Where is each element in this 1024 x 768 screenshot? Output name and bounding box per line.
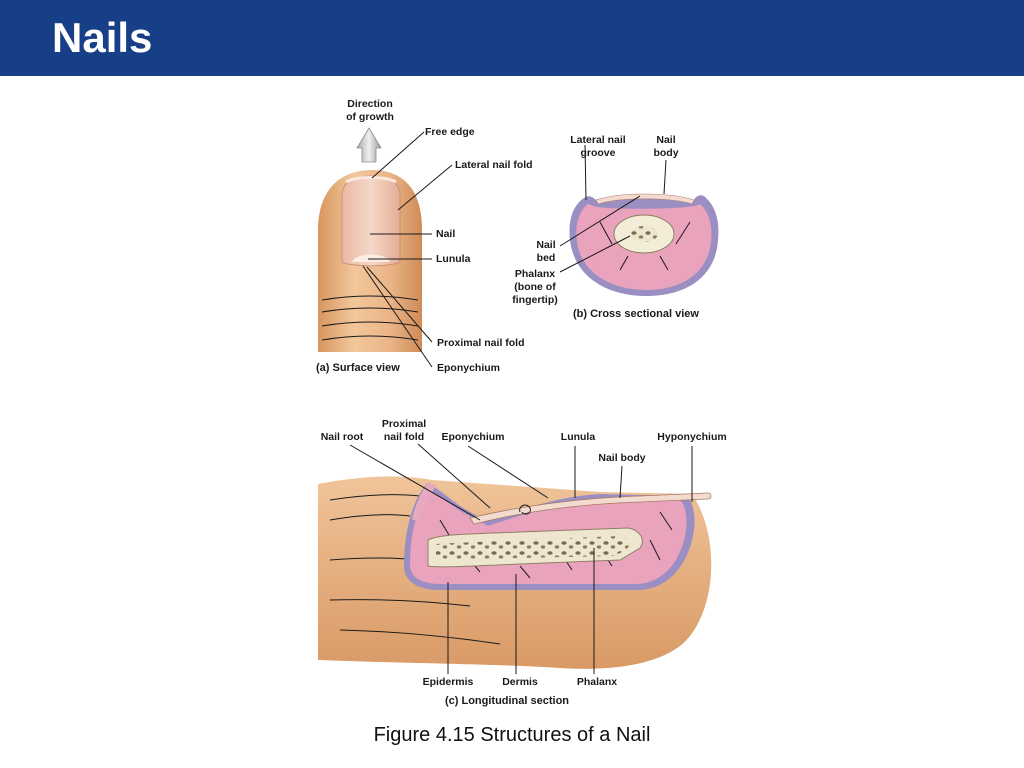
- title-bar: [0, 0, 1024, 76]
- lunula-shape: [352, 254, 390, 262]
- nail-bed-label-1: Nail: [536, 239, 555, 251]
- lunula-label: Lunula: [436, 253, 471, 265]
- epidermis-label: Epidermis: [423, 676, 474, 688]
- surface-view-caption: (a) Surface view: [316, 362, 400, 374]
- nail-body-label-1: Nail: [656, 134, 675, 146]
- nail-bed-label-2: bed: [537, 252, 556, 264]
- eponychium-section-label: Eponychium: [441, 431, 504, 443]
- surface-view-panel: Direction of growth Free edge Lateral na…: [316, 98, 533, 374]
- phalanx-label-1: Phalanx: [515, 268, 555, 280]
- lateral-nail-groove-label-2: groove: [580, 147, 615, 159]
- longitudinal-caption: (c) Longitudinal section: [445, 695, 569, 707]
- figure-caption: Figure 4.15 Structures of a Nail: [373, 724, 651, 746]
- phalanx-label-3: fingertip): [512, 294, 558, 306]
- longitudinal-panel: Nail root Proximal nail fold Eponychium …: [318, 418, 727, 707]
- cross-section-panel: Lateral nail groove Nail body Nail bed P…: [512, 134, 719, 320]
- lunula-section-label: Lunula: [561, 431, 596, 443]
- lateral-nail-groove-label-1: Lateral nail: [570, 134, 626, 146]
- proximal-nail-fold-label: Proximal nail fold: [437, 337, 525, 349]
- proximal-nail-fold-label-2: nail fold: [384, 431, 424, 443]
- nail-label: Nail: [436, 228, 455, 240]
- longitudinal-nail-plate: [469, 492, 712, 525]
- direction-label-2: of growth: [346, 111, 394, 123]
- hyponychium-label: Hyponychium: [657, 431, 726, 443]
- cross-section-nail-body: [595, 193, 695, 205]
- nail-body-section-label: Nail body: [598, 452, 645, 464]
- dermis-label: Dermis: [502, 676, 538, 688]
- free-edge-label: Free edge: [425, 126, 475, 138]
- cross-section-caption: (b) Cross sectional view: [573, 308, 699, 320]
- lateral-nail-fold-label: Lateral nail fold: [455, 159, 533, 171]
- nail-body-label-2: body: [653, 147, 678, 159]
- eponychium-label: Eponychium: [437, 362, 500, 374]
- nail-root-label: Nail root: [321, 431, 364, 443]
- growth-arrow-icon: [356, 127, 382, 163]
- direction-label-1: Direction: [347, 98, 393, 110]
- phalanx-section-label: Phalanx: [577, 676, 617, 688]
- nail-plate: [341, 175, 401, 267]
- phalanx-label-2: (bone of: [514, 281, 556, 293]
- proximal-nail-fold-label-1: Proximal: [382, 418, 426, 430]
- slide-title: Nails: [52, 14, 153, 61]
